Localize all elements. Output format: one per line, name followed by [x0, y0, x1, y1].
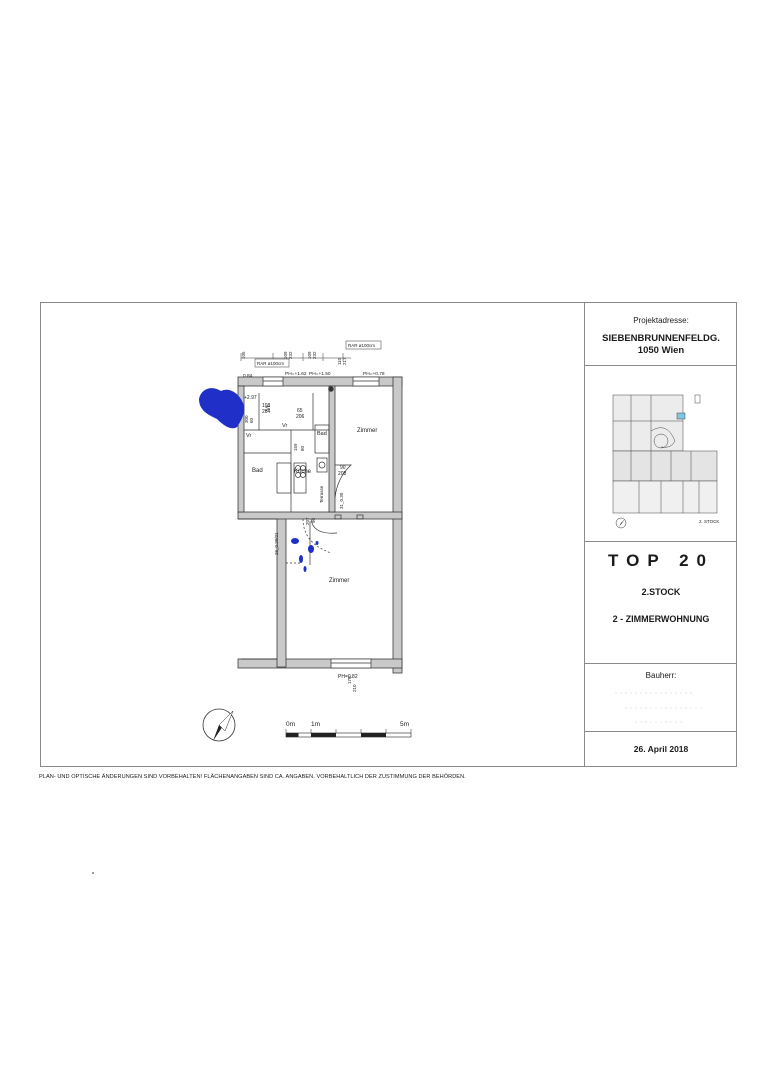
kueche-label: Küche: [294, 469, 312, 475]
walls: [237, 376, 403, 674]
ph-label-3: PH=+0.78: [363, 371, 385, 377]
plan-date: 26. April 2018: [633, 744, 689, 754]
bad-small-label: Bad: [317, 431, 327, 437]
apartment-type: 2 - ZIMMERWOHNUNG: [612, 614, 710, 624]
dim-3a: 110: [337, 357, 342, 365]
wall-middle: [237, 511, 403, 520]
dim-left-1: 105: [241, 351, 246, 359]
owner-faint-text: [615, 692, 705, 723]
scale-label-1: 1m: [311, 721, 320, 728]
project-address-line2: 1050 Wien: [637, 345, 685, 356]
vr-small-label: Vr: [266, 405, 272, 411]
zimmer-upper-label: Zimmer: [357, 428, 377, 434]
disclaimer-note: PLAN- UND OPTISCHE ÄNDERUNGEN SIND VORBE…: [39, 774, 466, 780]
dim-1b: 232: [288, 351, 293, 359]
door-90b: 90: [311, 517, 316, 523]
rar-boxes: [254, 340, 382, 392]
door-207: 207: [305, 517, 310, 525]
ink-marks: [199, 388, 319, 572]
panel-divider-1: [585, 365, 737, 366]
owner-label: Bauherr:: [645, 671, 677, 680]
dim-2a: 109: [307, 351, 312, 359]
plan-sheet: RAR ø100cm RAR ø100cm PH=+1.62 PH=+1.50 …: [40, 302, 737, 767]
interior-lines: [238, 376, 380, 669]
vr-left-label: Vr: [246, 433, 251, 439]
rar-left-label: RAR ø100cm: [257, 361, 284, 366]
side-dim-label: 26_0.20/21: [274, 532, 279, 555]
ph-label-2: PH=+1.50: [309, 371, 331, 377]
door-208: 208: [338, 471, 347, 477]
wall-left-upper: [237, 385, 245, 513]
door-31: 31_0.30: [339, 492, 344, 509]
door-65: 65: [297, 408, 303, 414]
zimmer-lower-label: Zimmer: [329, 578, 349, 584]
key-plan-north-icon: [615, 517, 627, 529]
rar-box-left: [254, 358, 290, 368]
panel-divider-2: [585, 541, 737, 542]
window-bottom-a: 170: [347, 676, 352, 684]
door-80: 80: [300, 445, 305, 451]
wall-zimmer-upper: [328, 385, 336, 513]
project-label: Projektadresse:: [633, 316, 689, 325]
door-159: 159: [293, 443, 298, 451]
panel-divider-4: [585, 731, 737, 732]
panel-divider-3: [585, 663, 737, 664]
vr-label: Vr: [282, 423, 287, 429]
level-label-1: 0.84: [243, 373, 253, 379]
rar-box-right: [345, 340, 382, 350]
key-plan-floor-label: 2. STOCK: [699, 519, 719, 524]
dim-3b: 217: [342, 357, 347, 365]
north-arrow-icon: [202, 708, 236, 742]
scale-label-5: 5m: [400, 721, 409, 728]
ink-blot: [199, 388, 245, 429]
door-108: 108: [262, 403, 271, 409]
title-block-panel: Projektadresse: SIEBENBRUNNENFELDG. 1050…: [584, 303, 737, 766]
floor-label: 2.STOCK: [641, 587, 681, 597]
scale-bar: 0m 1m 5m: [285, 721, 412, 738]
door-284: 284: [262, 409, 271, 415]
top-number: TOP 20: [608, 551, 714, 570]
window-bottom-b: 210: [352, 684, 357, 692]
label-60: 60: [249, 417, 254, 423]
scan-speck: [92, 872, 94, 874]
terrasse-label: Terrasse: [319, 485, 324, 503]
project-address-line1: SIEBENBRUNNENFELDG.: [602, 333, 720, 344]
level-label-2: +2.97: [244, 395, 257, 401]
dim-1a: 109: [283, 351, 288, 359]
ph-label-1: PH=+1.62: [285, 371, 307, 377]
scale-label-0: 0m: [286, 721, 295, 728]
bad-label: Bad: [252, 468, 263, 474]
wall-bottom: [237, 658, 403, 669]
rar-right-label: RAR ø100cm: [348, 343, 375, 348]
label-300: 300: [244, 415, 249, 423]
ph-bottom-label: PH=0.82: [338, 674, 358, 680]
plan-labels: RAR ø100cm RAR ø100cm PH=+1.62 PH=+1.50 …: [241, 343, 385, 692]
dim-2b: 232: [312, 351, 317, 359]
door-206: 206: [296, 414, 305, 420]
floor-plan-drawing: RAR ø100cm RAR ø100cm PH=+1.62 PH=+1.50 …: [199, 340, 412, 742]
door-90: 90: [340, 465, 346, 471]
floor-plan-area: RAR ø100cm RAR ø100cm PH=+1.62 PH=+1.50 …: [41, 303, 584, 766]
key-plan: 2. STOCK: [612, 394, 719, 529]
wall-right: [392, 376, 403, 674]
